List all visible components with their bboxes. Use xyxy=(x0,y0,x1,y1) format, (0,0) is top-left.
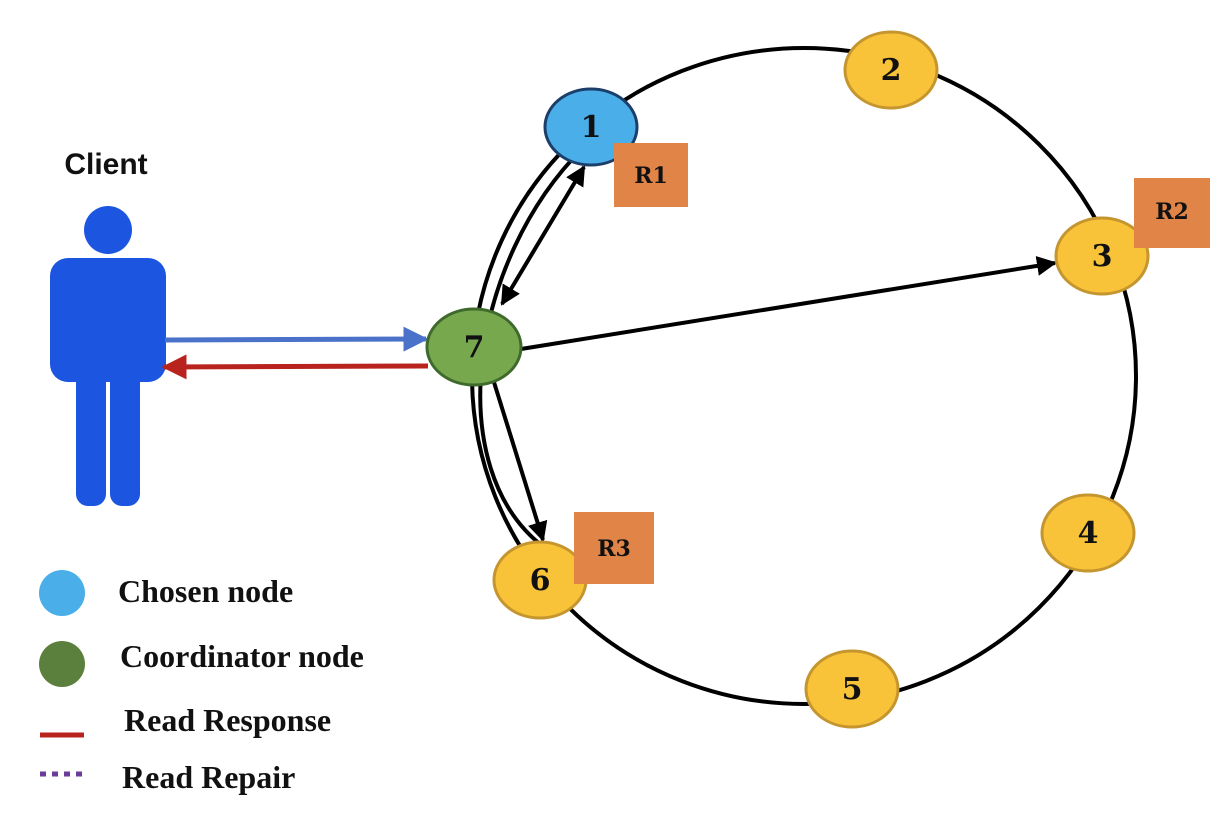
replica-r1: R1 xyxy=(614,143,688,207)
node-5-label: 5 xyxy=(842,672,863,707)
replica-r1-label: R1 xyxy=(634,163,668,189)
replica-r3-box xyxy=(574,512,654,584)
legend-chosen-label: Chosen node xyxy=(118,573,293,609)
node-4-circle xyxy=(1040,493,1136,573)
node-5: 5 xyxy=(804,649,900,729)
node-5-circle xyxy=(804,649,900,729)
replica-r3: R3 xyxy=(574,512,654,584)
legend-chosen-dot xyxy=(39,570,85,616)
node-4-label: 4 xyxy=(1078,516,1099,551)
legend: Chosen node Coordinator node Read Respon… xyxy=(39,570,364,795)
node-2: 2 xyxy=(843,30,939,110)
node-2-circle xyxy=(843,30,939,110)
node-4: 4 xyxy=(1040,493,1136,573)
replica-r3-label: R3 xyxy=(597,536,631,562)
replica-r2-label: R2 xyxy=(1155,199,1189,225)
request-arrow xyxy=(164,326,429,352)
node-3: 3 xyxy=(1054,216,1150,296)
node-2-label: 2 xyxy=(881,53,902,88)
replica-r2-box xyxy=(1134,178,1210,248)
node-3-label: 3 xyxy=(1092,239,1113,274)
node-7-circle xyxy=(425,307,523,387)
replica-r2: R2 xyxy=(1134,178,1210,248)
node-6-label: 6 xyxy=(530,563,551,598)
node-3-circle xyxy=(1054,216,1150,296)
legend-repair-label: Read Repair xyxy=(122,759,295,795)
arrow-7-to-3 xyxy=(520,255,1057,351)
response-arrow xyxy=(161,354,429,380)
legend-response-label: Read Response xyxy=(124,702,331,738)
legend-coordinator-dot xyxy=(39,641,85,687)
legend-coordinator-label: Coordinator node xyxy=(120,638,364,674)
node-1-label: 1 xyxy=(581,110,602,145)
client-label: Client xyxy=(64,148,147,181)
arrow-7-to-6 xyxy=(491,378,548,542)
node-7-label: 7 xyxy=(464,330,485,365)
node-6: 6 xyxy=(492,540,588,620)
replica-r1-box xyxy=(614,143,688,207)
node-7: 7 xyxy=(425,307,523,387)
client-person-icon xyxy=(50,206,166,506)
arrow-7-to-1 xyxy=(500,165,586,306)
